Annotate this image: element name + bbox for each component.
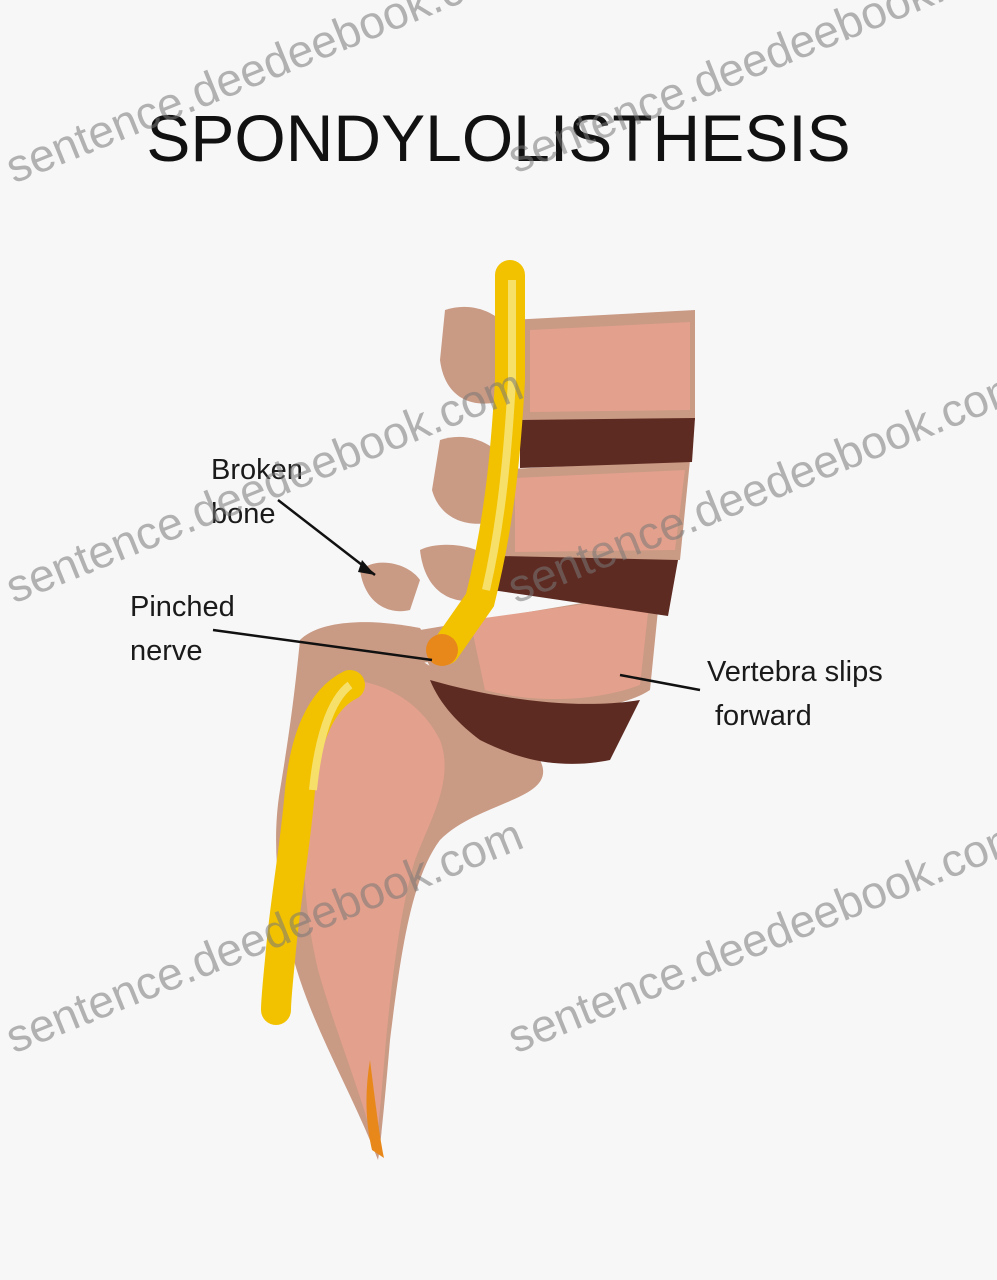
pinched-nerve-line1: Pinched	[130, 585, 235, 629]
broken-bone-line2: bone	[211, 492, 303, 536]
broken-bone-line1: Broken	[211, 448, 303, 492]
vertebra-l3	[440, 307, 695, 425]
pinched-nerve-label: Pinched nerve	[130, 585, 235, 673]
vertebra-slips-label: Vertebra slips forward	[707, 650, 883, 738]
vertebra-slips-line1: Vertebra slips	[707, 650, 883, 694]
broken-bone-label: Broken bone	[211, 448, 303, 536]
vertebra-slips-line2: forward	[707, 694, 883, 738]
pinched-nerve-spot	[426, 634, 458, 666]
disc-l3-l4	[520, 418, 695, 468]
pinched-nerve-line2: nerve	[130, 629, 235, 673]
